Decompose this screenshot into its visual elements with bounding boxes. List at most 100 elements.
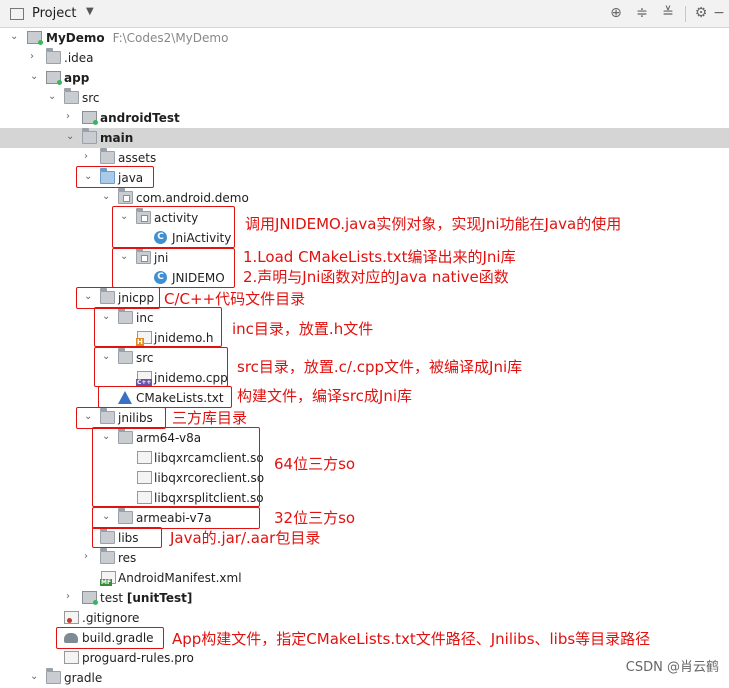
tree-row-main[interactable]: ⌄ main [0,128,729,148]
tree-row-androidtest[interactable]: › androidTest [0,108,729,128]
tree-row-so-split[interactable]: libqxrsplitclient.so [0,488,729,508]
tree-row-java[interactable]: ⌄ java [0,168,729,188]
chevron-down-icon[interactable]: ⌄ [30,71,39,82]
tree-label: jnicpp [118,291,155,305]
watermark: CSDN @肖云鹤 [625,660,719,675]
tree-row-jnilibs[interactable]: ⌄ jnilibs [0,408,729,428]
tree-label: activity [154,211,199,225]
highlight-box-arm64 [92,427,260,507]
tree-row-arm64[interactable]: ⌄ arm64-v8a [0,428,729,448]
chevron-right-icon[interactable]: › [66,111,70,122]
tree-label: jni [154,251,169,265]
tree-row-jnidemo-cpp[interactable]: jnidemo.cpp [0,368,729,388]
tree-row-res[interactable]: › res [0,548,729,568]
chevron-down-icon[interactable]: ⌄ [66,131,75,142]
chevron-down-icon[interactable]: ⌄ [84,171,93,182]
tree-label: build.gradle [82,631,154,645]
cmake-icon [118,391,132,404]
chevron-down-icon[interactable]: ⌄ [84,291,93,302]
tree-row-jnicpp[interactable]: ⌄ jnicpp [0,288,729,308]
locate-icon[interactable]: ⊕ [610,5,622,21]
dropdown-caret-icon[interactable]: ▼ [86,6,94,17]
tree-label: src [82,91,100,105]
header-file-icon [136,331,152,346]
tree-row-jnidemo-h[interactable]: jnidemo.h [0,328,729,348]
tree-row-jniactivity[interactable]: C JniActivity [0,228,729,248]
chevron-down-icon[interactable]: ⌄ [102,311,111,322]
settings-icon[interactable]: ⚙ [694,5,708,21]
tree-row-so-cam[interactable]: libqxrcamclient.so [0,448,729,468]
tree-label: androidTest [100,111,180,125]
tree-label: AndroidManifest.xml [118,571,242,585]
annotation-activity: 调用JNIDEMO.java实例对象，实现Jni功能在Java的使用 [245,215,622,233]
tree-label: MyDemo [46,31,105,45]
chevron-down-icon[interactable]: ⌄ [120,251,129,262]
tree-label: libqxrcamclient.so [154,451,264,465]
tree-label: assets [118,151,157,165]
chevron-right-icon[interactable]: › [84,151,88,162]
tree-row-cpp-src[interactable]: ⌄ src [0,348,729,368]
tree-row-build-gradle[interactable]: build.gradle [0,628,729,648]
chevron-down-icon[interactable]: ⌄ [102,191,111,202]
tree-row-jni[interactable]: ⌄ jni [0,248,729,268]
folder-icon [118,428,133,444]
tree-row-assets[interactable]: › assets [0,148,729,168]
tree-label: .gitignore [82,611,140,625]
tree-row-gitignore[interactable]: .gitignore [0,608,729,628]
chevron-down-icon[interactable]: ⌄ [102,351,111,362]
manifest-file-icon [100,571,116,586]
tree-row-inc[interactable]: ⌄ inc [0,308,729,328]
tree-row-activity[interactable]: ⌄ activity [0,208,729,228]
collapse-all-icon[interactable]: ≚ [662,5,674,21]
tree-row-jnidemo[interactable]: C JNIDEMO [0,268,729,288]
chevron-right-icon[interactable]: ⌄ [102,511,111,522]
annotation-jni-1: 1.Load CMakeLists.txt编译出来的Jni库 [243,248,516,266]
chevron-right-icon[interactable]: › [84,551,88,562]
tree-row-idea[interactable]: › .idea [0,48,729,68]
chevron-right-icon[interactable]: › [30,51,34,62]
source-set-icon [82,111,98,125]
chevron-down-icon[interactable]: ⌄ [10,31,19,42]
folder-icon [100,288,115,304]
tree-label: app [64,71,90,85]
highlight-box-java [76,166,154,188]
tree-row-cmakelists[interactable]: CMakeLists.txt [0,388,729,408]
tree-row-so-core[interactable]: libqxrcoreclient.so [0,468,729,488]
tree-label: libs [118,531,139,545]
chevron-right-icon[interactable]: › [66,591,70,602]
tree-row-manifest[interactable]: AndroidManifest.xml [0,568,729,588]
chevron-down-icon[interactable]: ⌄ [48,91,57,102]
package-icon [118,188,133,204]
tree-row-armeabi[interactable]: ⌄ armeabi-v7a [0,508,729,528]
tree-label: proguard-rules.pro [82,651,194,665]
tree-row-package[interactable]: ⌄ com.android.demo [0,188,729,208]
tree-row-app[interactable]: ⌄ app [0,68,729,88]
package-icon [136,208,151,224]
tree-row-test[interactable]: › test [unitTest] [0,588,729,608]
tree-label: test [100,591,124,605]
annotation-build-gradle: App构建文件，指定CMakeLists.txt文件路径、Jnilibs、lib… [172,630,651,648]
folder-icon [118,308,133,324]
expand-all-icon[interactable]: ≑ [636,5,648,21]
tree-row-proguard[interactable]: proguard-rules.pro [0,648,729,668]
folder-icon [46,668,61,684]
chevron-down-icon[interactable]: ⌄ [30,671,39,682]
tree-label: arm64-v8a [136,431,202,445]
annotation-arm64: 64位三方so [274,455,356,473]
tree-row-gradle[interactable]: ⌄ gradle [0,668,729,688]
hide-icon[interactable]: − [713,5,725,21]
annotation-src: src目录，放置.c/.cpp文件，被编译成Jni库 [237,358,523,376]
tree-row-libs[interactable]: libs [0,528,729,548]
folder-icon [118,348,133,364]
tree-label: res [118,551,137,565]
chevron-down-icon[interactable]: ⌄ [102,431,111,442]
chevron-down-icon[interactable]: ⌄ [120,211,129,222]
tree-row-src[interactable]: ⌄ src [0,88,729,108]
chevron-down-icon[interactable]: ⌄ [84,411,93,422]
so-file-icon [137,451,152,464]
project-view-title[interactable]: Project [32,6,77,21]
tree-label: armeabi-v7a [136,511,212,525]
highlight-box-libs [92,527,162,548]
text-file-icon [64,651,79,664]
